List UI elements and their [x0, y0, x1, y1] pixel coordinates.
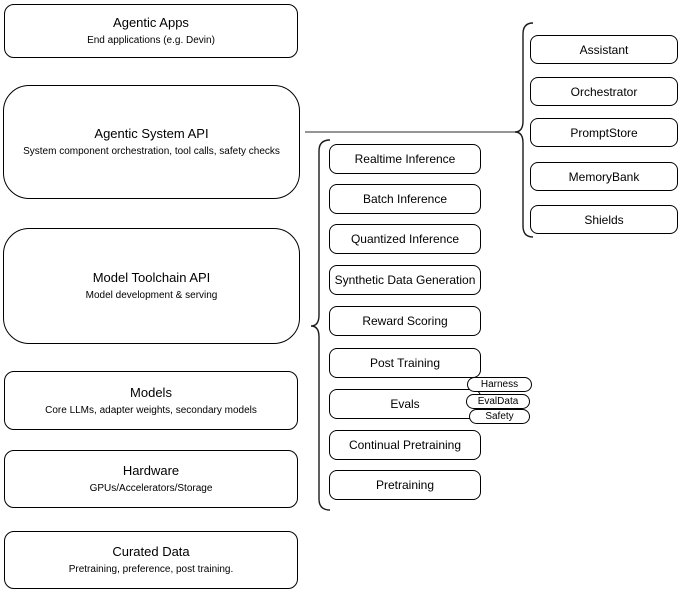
system-node-memorybank: MemoryBank [530, 162, 678, 191]
system-node-shields: Shields [530, 205, 678, 234]
node-subtitle: End applications (e.g. Devin) [87, 35, 215, 46]
toolchain-node-synthetic-data-generation: Synthetic Data Generation [329, 265, 481, 295]
system-node-orchestrator: Orchestrator [530, 77, 678, 106]
node-title: Agentic Apps [113, 15, 189, 30]
eval-tag-harness: Harness [467, 377, 532, 392]
eval-tag-evaldata: EvalData [466, 394, 530, 409]
toolchain-node-batch-inference: Batch Inference [329, 184, 481, 214]
node-agentic-apps: Agentic Apps End applications (e.g. Devi… [4, 4, 298, 58]
node-subtitle: Model development & serving [85, 290, 218, 301]
node-title: Curated Data [112, 544, 190, 559]
node-subtitle: Core LLMs, adapter weights, secondary mo… [45, 404, 257, 416]
system-node-promptstore: PromptStore [530, 118, 678, 147]
node-subtitle: System component orchestration, tool cal… [23, 146, 280, 157]
node-subtitle: GPUs/Accelerators/Storage [89, 483, 213, 494]
eval-tag-safety: Safety [469, 409, 530, 424]
toolchain-node-reward-scoring: Reward Scoring [329, 306, 481, 336]
node-title: Model Toolchain API [92, 270, 211, 285]
node-model-toolchain-api: Model Toolchain API Model development & … [3, 228, 300, 344]
toolchain-brace [310, 139, 331, 511]
system-node-assistant: Assistant [530, 35, 678, 64]
node-agentic-system-api: Agentic System API System component orch… [3, 85, 300, 199]
node-hardware: Hardware GPUs/Accelerators/Storage [4, 450, 298, 508]
node-curated-data: Curated Data Pretraining, preference, po… [4, 531, 298, 589]
toolchain-node-continual-pretraining: Continual Pretraining [329, 430, 481, 460]
toolchain-node-quantized-inference: Quantized Inference [329, 224, 481, 254]
node-models: Models Core LLMs, adapter weights, secon… [4, 371, 298, 430]
toolchain-node-pretraining: Pretraining [329, 470, 481, 500]
toolchain-node-realtime-inference: Realtime Inference [329, 144, 481, 174]
node-title: Models [130, 384, 172, 400]
toolchain-node-evals: Evals [329, 389, 481, 419]
node-subtitle: Pretraining, preference, post training. [68, 564, 234, 575]
node-title: Hardware [122, 463, 180, 478]
toolchain-node-post-training: Post Training [329, 348, 481, 378]
node-title: Agentic System API [94, 126, 209, 141]
